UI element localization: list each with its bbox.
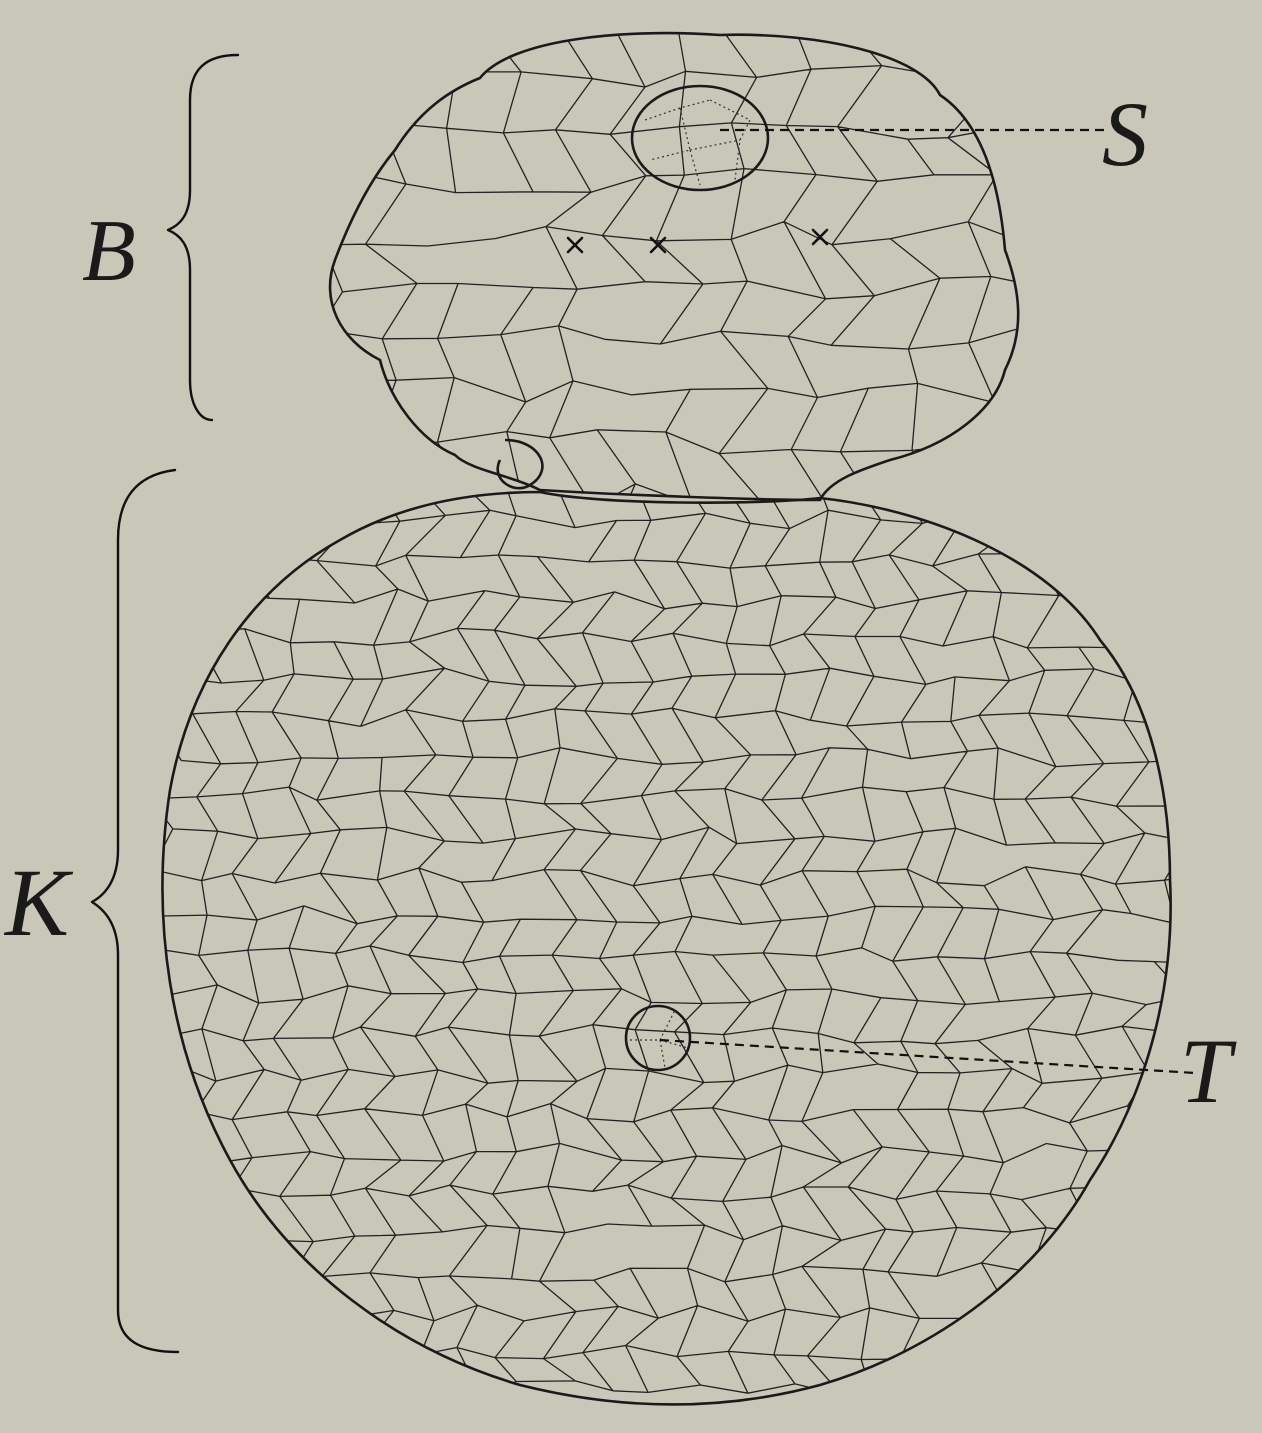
label-k: K [3, 849, 74, 956]
cell-walls [141, 471, 1262, 1400]
brace-k [92, 470, 178, 1352]
lower-cell-body [141, 440, 1262, 1405]
brace-b [168, 55, 238, 420]
x-marker-1 [568, 238, 582, 252]
structure-s-outline [632, 86, 768, 190]
structure-s-internal-cells [645, 100, 750, 185]
lower-cell-network [141, 471, 1262, 1400]
lower-body-outline [163, 492, 1171, 1405]
leader-line-t [660, 1040, 1195, 1073]
label-b: B [82, 203, 136, 300]
structure-t [626, 1006, 690, 1070]
x-marker-2 [651, 238, 665, 252]
label-t: T [1180, 1020, 1237, 1122]
upper-body-outline [330, 33, 1018, 500]
structure-s [632, 86, 768, 190]
structure-t-outline [626, 1006, 690, 1070]
label-s: S [1102, 83, 1148, 185]
